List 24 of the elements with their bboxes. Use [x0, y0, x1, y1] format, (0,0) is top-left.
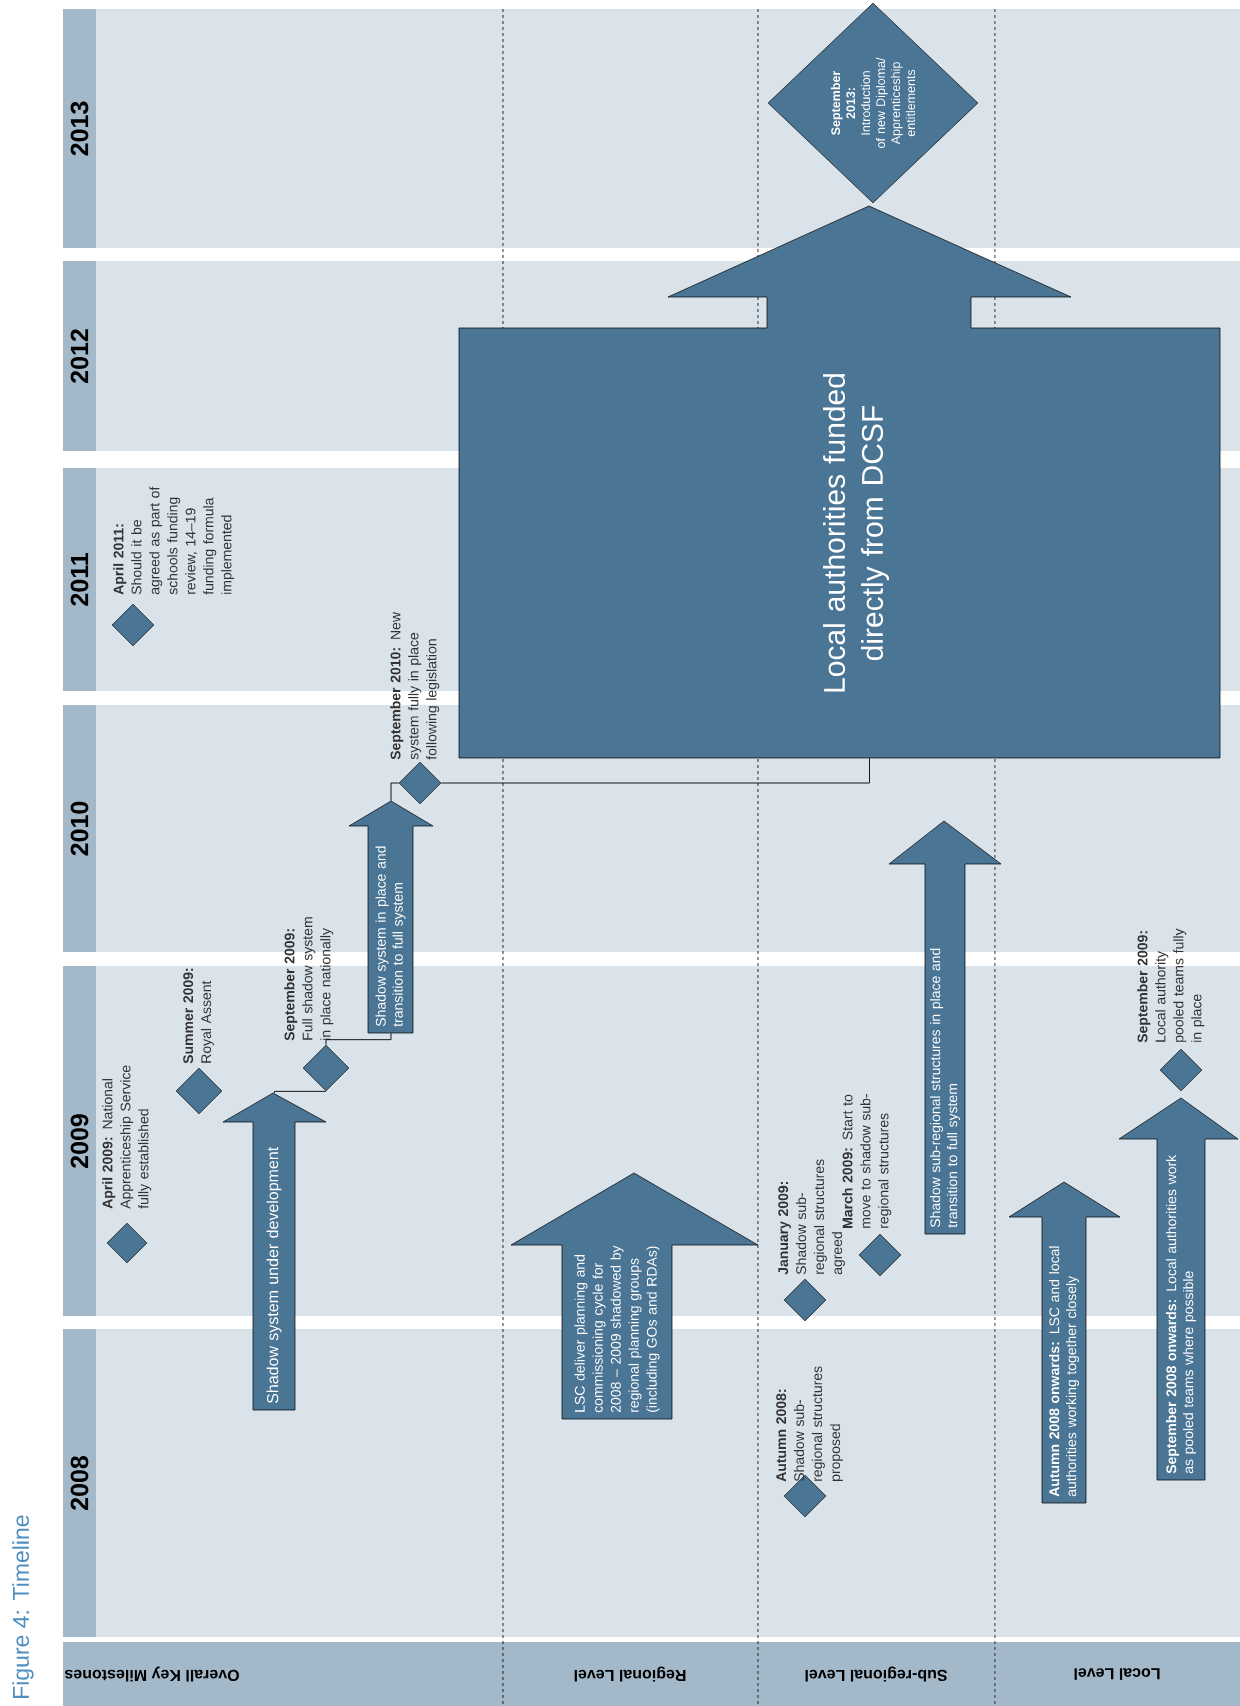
- year-cell: 2011: [63, 468, 96, 691]
- arrow-shaped-box: LSC deliver planning and commissioning cycle for 2008 – 2009 shadowed by regional planning groups (including GOs and RDAs): [510, 1172, 759, 1420]
- arrow-shaped-box: Local authorities funded directly from DCSF: [458, 205, 1221, 759]
- lane-heading: Local Level: [1074, 1668, 1160, 1680]
- lane-heading: Sub-regional Level: [805, 1666, 948, 1682]
- arrow-shaped-box: Shadow system under development: [222, 1092, 327, 1411]
- milestone-text: September 2009: Full shadow system in place nationally: [284, 917, 334, 1041]
- year-cell: 2013: [63, 9, 96, 248]
- year-cell: 2012: [63, 261, 96, 451]
- milestone-text: September 2009: Local authority pooled teams fully in place: [1137, 928, 1205, 1043]
- connector-line: [390, 782, 400, 802]
- lane-heading: Regional Level: [574, 1666, 686, 1682]
- milestone-text: Summer 2009: Royal Assent: [183, 968, 214, 1064]
- connector-line: [440, 757, 870, 784]
- connector-line: [325, 1032, 392, 1046]
- year-cell: 2010: [63, 705, 96, 952]
- milestone-text: Autumn 2008: Shadow sub-regional structures proposed: [776, 1366, 843, 1482]
- lane-heading: Overall Key Milestones: [65, 1666, 239, 1682]
- year-cell: 2008: [63, 1329, 96, 1637]
- arrow-shaped-box: Shadow system in place and transition to full system: [348, 800, 434, 1034]
- connector-line: [274, 1090, 327, 1094]
- figure-title: Figure 4: Timeline: [12, 1515, 34, 1698]
- milestone-text: April 2011: Should it be agreed as part of schools funding review, 14–19 funding formula implemented: [113, 486, 235, 595]
- year-cell: 2009: [63, 966, 96, 1316]
